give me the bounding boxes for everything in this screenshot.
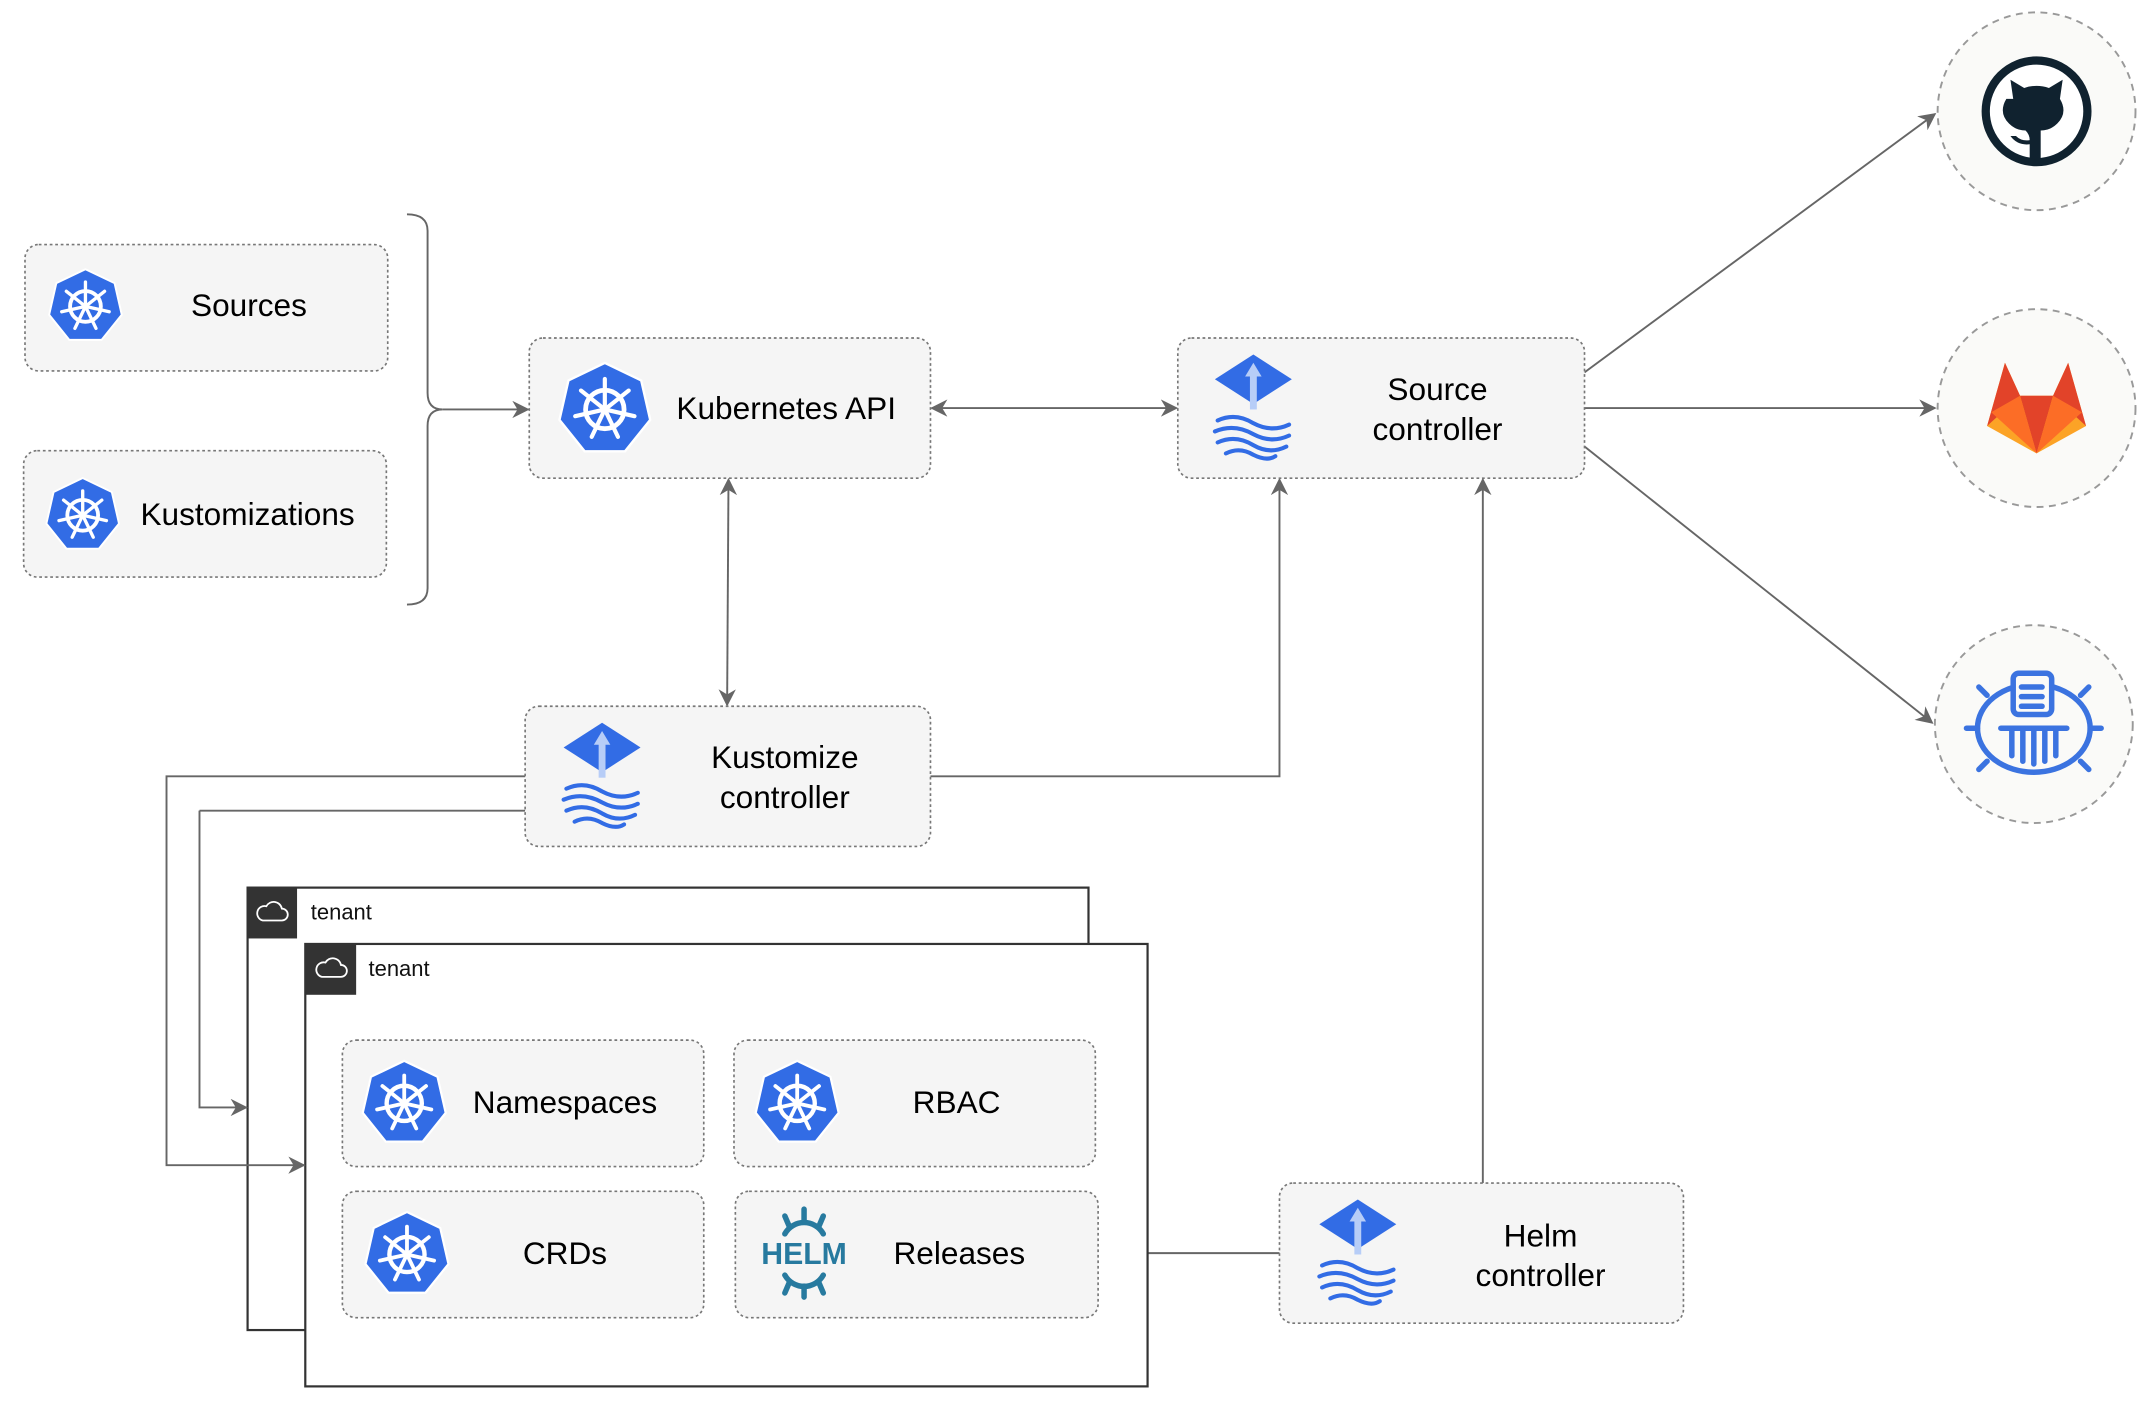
svg-text:HELM: HELM (761, 1238, 847, 1271)
node-label: Kubernetes API (676, 390, 896, 426)
node-label: Kustomizations (140, 496, 354, 532)
edge-kustomize-to-source-controller (930, 477, 1289, 778)
node-sources[interactable]: Sources (24, 243, 389, 372)
edge-kustomize-to-tenant-front (165, 775, 526, 1174)
node-rbac[interactable]: RBAC (733, 1039, 1097, 1168)
node-helm-controller[interactable]: Helm controller (1278, 1182, 1685, 1325)
node-kustomizations[interactable]: Kustomizations (22, 449, 388, 578)
node-label: CRDs (523, 1235, 607, 1271)
external-bucket[interactable] (1933, 624, 2134, 825)
node-label: controller (1476, 1257, 1606, 1293)
tenant-label: tenant (311, 900, 372, 925)
edge-kustomize-to-tenant-back-arrow (198, 810, 248, 1117)
github-icon (1981, 56, 2092, 167)
external-gitlab[interactable] (1936, 308, 2137, 508)
node-kustomize-controller[interactable]: Kustomize controller (524, 705, 932, 848)
node-label: Kustomize (711, 739, 858, 775)
edge-source-to-bucket (1583, 445, 1934, 724)
gitlab-icon (1987, 362, 2087, 454)
node-label: Namespaces (473, 1084, 657, 1120)
bucket-icon (1963, 670, 2104, 775)
node-releases[interactable]: HELM Releases (734, 1190, 1099, 1319)
node-label: Helm (1504, 1217, 1578, 1253)
node-label: Source (1387, 371, 1487, 407)
helm-icon: HELM (761, 1206, 847, 1300)
node-label: Releases (893, 1235, 1025, 1271)
node-namespaces[interactable]: Namespaces (341, 1039, 705, 1168)
edge-source-to-github (1583, 113, 1937, 374)
node-label: Sources (191, 287, 307, 323)
node-label: RBAC (913, 1084, 1001, 1120)
tenant-label: tenant (369, 956, 430, 981)
edge-kubernetes-api-kustomize-controller (718, 477, 738, 707)
external-github[interactable] (1936, 11, 2137, 212)
node-crds[interactable]: CRDs (341, 1190, 705, 1319)
node-label: controller (1373, 411, 1503, 447)
node-label: controller (720, 779, 850, 815)
node-source-controller[interactable]: Source controller (1176, 337, 1586, 479)
node-kubernetes-api[interactable]: Kubernetes API (528, 337, 932, 479)
grouping-brace (406, 213, 443, 606)
